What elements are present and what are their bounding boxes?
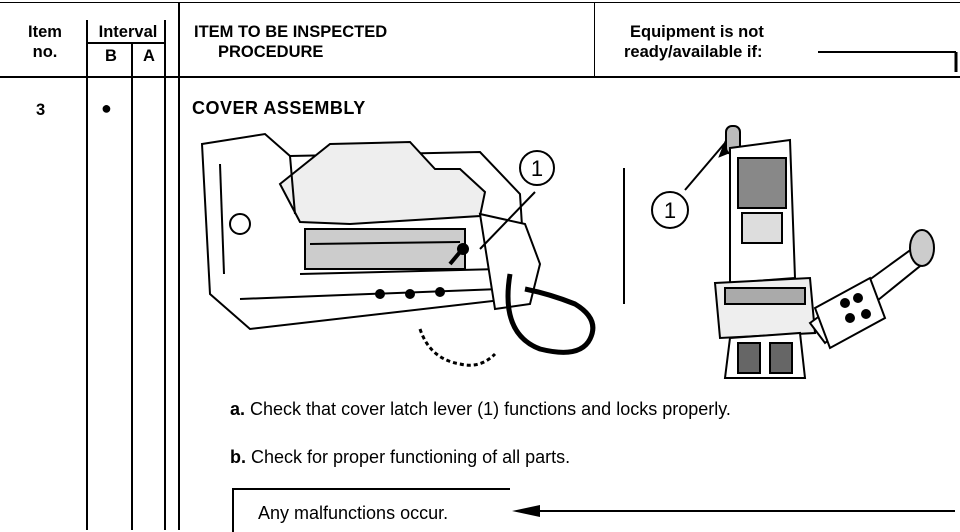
step-a-text: Check that cover latch lever (1) functio… [245,399,731,419]
not-ready-text: Any malfunctions occur. [258,503,449,523]
callout-1-left: 1 [530,156,544,181]
col-divider-equipment [594,3,595,77]
step-a: a. Check that cover latch lever (1) func… [230,398,950,420]
callout-1-right: 1 [663,198,677,223]
step-b-text: Check for proper functioning of all part… [246,447,571,467]
header-item-label: Item [28,23,62,41]
interval-sub-rule [88,42,164,44]
header-item-to-be-inspected: ITEM TO BE INSPECTED [194,23,388,41]
header-equipment-line1: Equipment is not [630,23,764,41]
step-b-label: b. [230,447,246,467]
col-divider-procedure [178,3,180,530]
cover-assembly-side-illustration [200,132,596,367]
step-b: b. Check for proper functioning of all p… [230,446,870,468]
col-divider-b-a [131,44,133,530]
cover-assembly-top-illustration [651,125,935,379]
header-no-label: no. [32,43,58,61]
illustration-divider [623,168,625,304]
not-ready-box [232,488,510,532]
header-interval-b: B [105,47,117,65]
header-procedure: PROCEDURE [218,43,324,61]
top-rule [0,2,960,3]
header-interval: Interval [98,23,158,41]
col-divider-interval [164,20,166,530]
row-title: COVER ASSEMBLY [192,98,366,118]
col-divider-item [86,20,88,530]
header-equipment-not-ready: Equipment is not ready/available if: [624,22,924,62]
header-item-no: Item no. [10,22,80,62]
item-number: 3 [36,101,46,119]
header-bottom-rule [0,76,960,78]
step-a-label: a. [230,399,246,419]
header-item-procedure: ITEM TO BE INSPECTED PROCEDURE [194,22,584,62]
header-interval-a: A [143,47,155,65]
header-equipment-line2: ready/available if: [624,43,763,61]
interval-b-mark: ● [101,98,112,118]
